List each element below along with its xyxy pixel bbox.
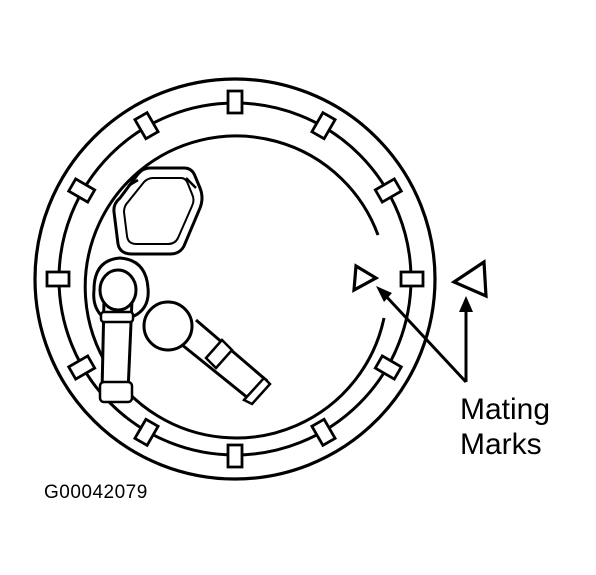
lock-ring-tab <box>226 89 244 115</box>
supply-pipe-band-upper <box>99 310 135 324</box>
arrowhead-module-mark <box>376 286 392 302</box>
connector-inner-outline <box>122 177 195 245</box>
mating-marks-label: Mating Marks <box>460 392 550 462</box>
module-mating-mark <box>352 263 380 293</box>
lock-ring-tab <box>45 270 71 288</box>
return-pipe-band <box>204 338 234 370</box>
lock-ring-tab <box>66 176 97 205</box>
lock-ring-outer-edge <box>33 77 437 481</box>
fuel-supply-fitting <box>92 256 150 404</box>
fuel-return-fitting <box>142 300 272 406</box>
connector-tab <box>127 177 197 189</box>
lock-ring-tab <box>66 353 97 382</box>
figure-id: G00042079 <box>44 482 148 503</box>
module-flange-edge <box>83 134 386 440</box>
callout-line-1: Mating <box>460 393 551 426</box>
lock-ring-tab <box>132 417 161 448</box>
lock-ring-tab <box>373 176 404 205</box>
return-pipe-end <box>241 376 272 406</box>
lock-ring-tab <box>226 443 244 469</box>
tank-mating-mark <box>450 259 488 299</box>
return-fitting-ball <box>142 300 194 352</box>
callout-arrows <box>376 286 473 384</box>
arrow-to-module-mark <box>382 292 468 384</box>
lock-ring-tab <box>399 270 425 288</box>
electrical-connector <box>112 166 204 256</box>
lock-ring-tab <box>309 110 338 141</box>
supply-fitting-head <box>98 268 138 312</box>
callout-line-2: Marks <box>460 428 542 461</box>
supply-pipe-end <box>98 380 134 404</box>
lock-ring-tab <box>309 417 338 448</box>
lock-ring-tabs <box>45 89 425 469</box>
lock-ring-tab <box>132 110 161 141</box>
arrowhead-tank-mark <box>459 296 473 312</box>
lock-ring-tab <box>373 353 404 382</box>
